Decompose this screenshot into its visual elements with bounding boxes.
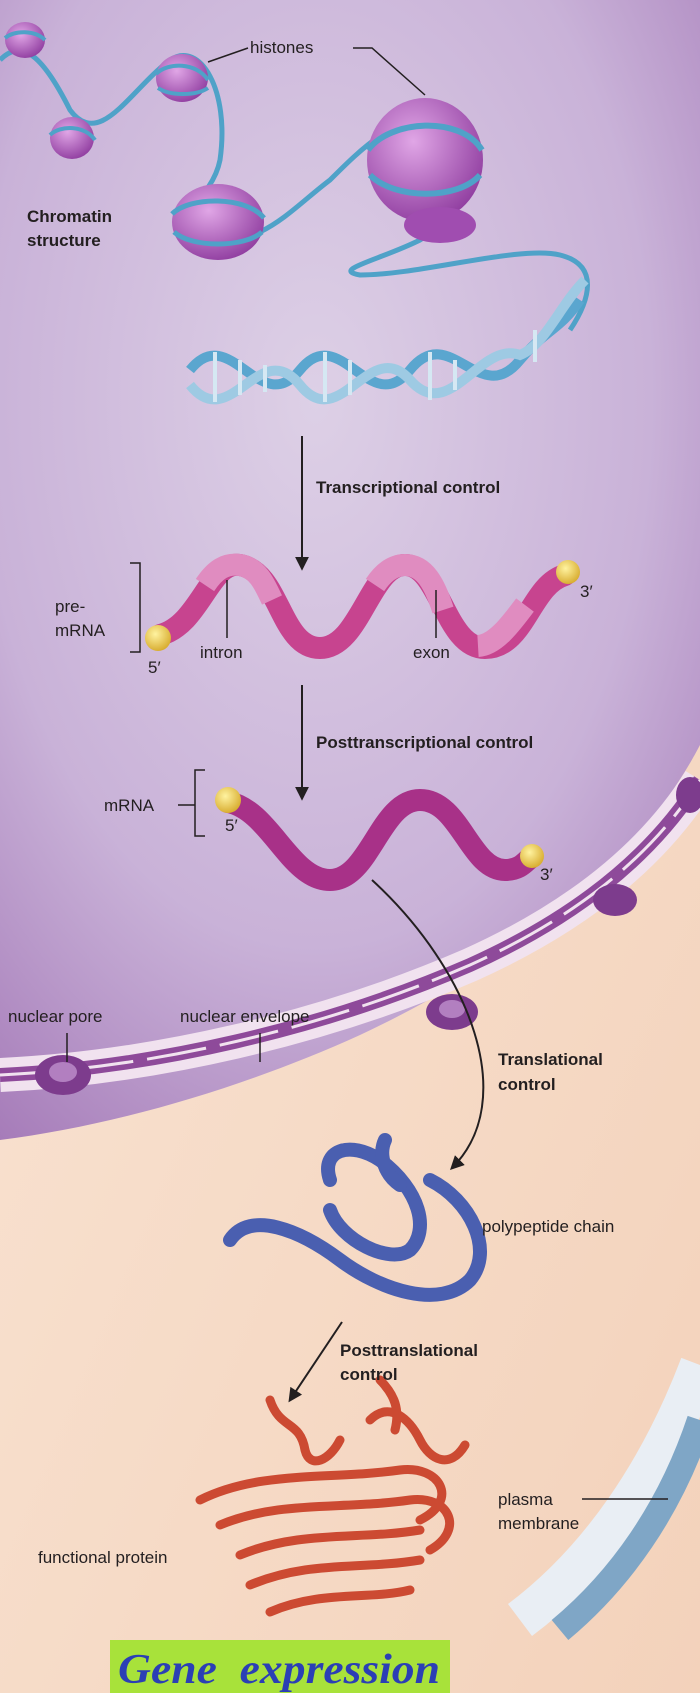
three-prime-tail-icon [556, 560, 580, 584]
label-polypeptide-chain: polypeptide chain [482, 1217, 614, 1236]
label-pre-mrna-line1: pre- [55, 597, 85, 616]
nuclear-pore-icon [35, 1055, 91, 1095]
nuclear-pore-icon-4 [676, 777, 700, 813]
label-mrna-three-prime: 3′ [540, 865, 553, 884]
label-translational-line1: Translational [498, 1050, 603, 1069]
label-nuclear-envelope: nuclear envelope [180, 1007, 309, 1026]
arrow-translation [371, 879, 485, 1170]
diagram-title: Gene expression [118, 1647, 440, 1693]
nuclear-pore-icon-2 [426, 994, 478, 1030]
plasma-membrane-outer [507, 1357, 700, 1636]
dna-double-helix [186, 276, 589, 405]
label-chromatin-line1: Chromatin [27, 207, 112, 226]
label-pre-mrna-three-prime: 3′ [580, 582, 593, 601]
title-banner [110, 1640, 450, 1693]
label-exon: exon [413, 643, 450, 662]
polypeptide-chain-icon [223, 1133, 487, 1302]
label-nuclear-pore: nuclear pore [8, 1007, 103, 1026]
label-functional-protein: functional protein [38, 1548, 167, 1567]
plasma-membrane [551, 1415, 700, 1640]
nucleosome-icon-2 [48, 117, 97, 159]
label-intron: intron [200, 643, 243, 662]
label-pre-mrna-line2: mRNA [55, 621, 106, 640]
label-posttranscriptional-control: Posttranscriptional control [316, 733, 533, 752]
nucleosome-icon-5 [365, 98, 485, 243]
chromatin-fiber [0, 48, 590, 332]
five-prime-cap-icon [145, 625, 171, 651]
nuclear-pore-icon-3 [593, 884, 637, 916]
leader-lines [66, 47, 668, 1500]
label-pre-mrna-five-prime: 5′ [148, 658, 161, 677]
label-mrna-five-prime: 5′ [225, 816, 238, 835]
nucleosome-icon-4 [170, 184, 266, 260]
label-histones: histones [250, 38, 313, 57]
label-chromatin-line2: structure [27, 231, 101, 250]
mrna-strand [217, 788, 541, 892]
label-mrna: mRNA [104, 796, 155, 815]
label-transcriptional-control: Transcriptional control [316, 478, 500, 497]
label-plasma-line2: membrane [498, 1514, 579, 1533]
label-plasma-line1: plasma [498, 1490, 553, 1509]
functional-protein-icon [195, 1375, 470, 1617]
arrow-posttranslation [288, 1321, 343, 1403]
nucleosome-icon-3 [154, 54, 210, 102]
label-posttranslational-line2: control [340, 1365, 398, 1384]
label-posttranslational-line1: Posttranslational [340, 1341, 478, 1360]
mrna-five-prime-cap-icon [215, 787, 241, 813]
mrna-three-prime-tail-icon [520, 844, 544, 868]
nuclear-envelope [0, 770, 700, 1092]
label-translational-line2: control [498, 1075, 556, 1094]
nucleosome-icon-1 [3, 22, 47, 58]
